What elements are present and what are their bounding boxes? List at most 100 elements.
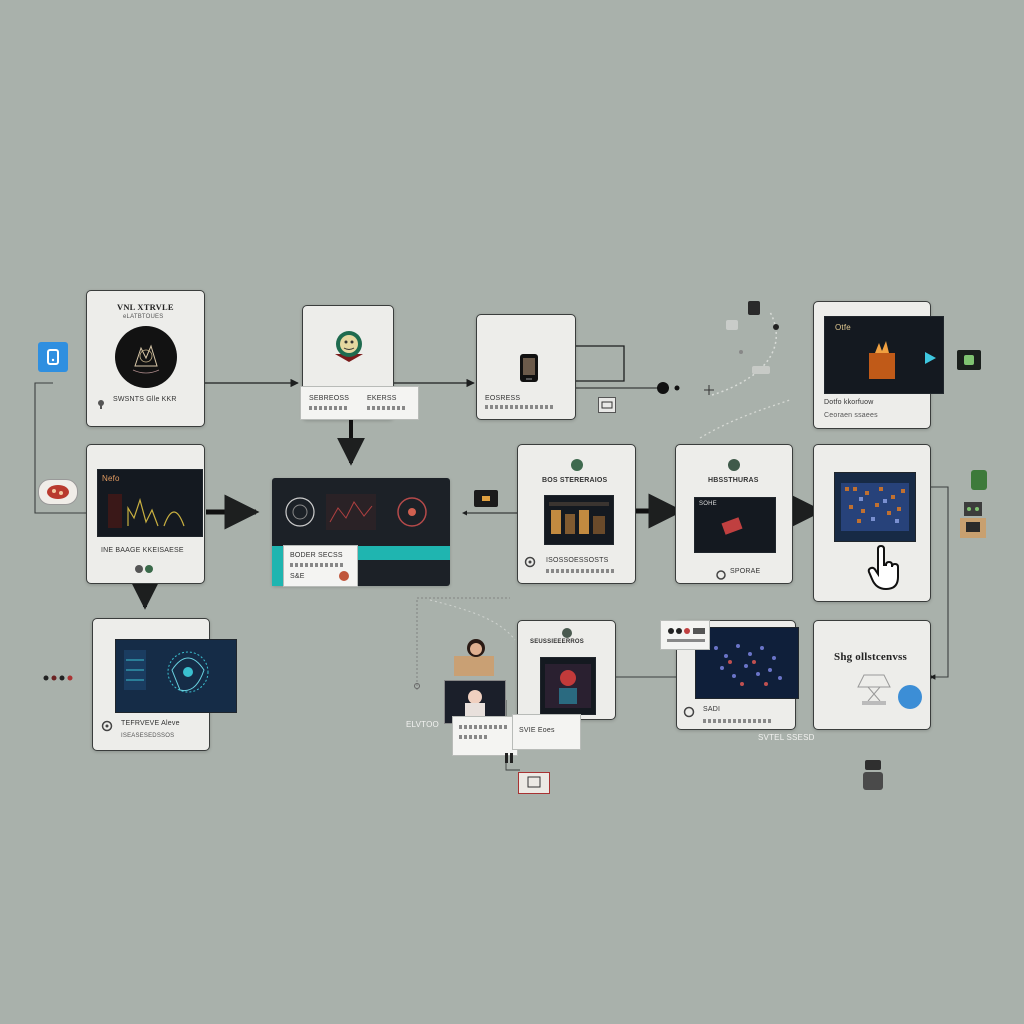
node-card-7[interactable]: BOS STERERAIOS ISOSSOESSOSTS: [517, 444, 636, 584]
node-card-5[interactable]: Nefo INE BAAGE KKEISAESE: [86, 444, 205, 584]
node-card-8[interactable]: HBSSTHURAS SOHE SPORAE: [675, 444, 793, 584]
node-caption: SADI: [703, 706, 721, 713]
video-preview[interactable]: Otfe: [824, 316, 944, 394]
node-caption-left: SEBREOSS: [309, 395, 350, 402]
node-subcaption: Ceoraen ssaees: [824, 412, 878, 419]
node-title: VNL XTRVLE: [117, 302, 174, 312]
node-card-1[interactable]: VNL XTRVLE eLATBTOUES SWSNTS Glle KKR: [86, 290, 205, 427]
robot-icon: [956, 498, 990, 544]
connector-dot-small: [739, 350, 743, 354]
app-preview[interactable]: [540, 657, 596, 715]
figure-graphic: [545, 664, 591, 708]
gear-icon: [683, 705, 695, 718]
node-caption: EOSRESS: [485, 395, 521, 402]
pin-icon: [716, 567, 726, 580]
app-preview[interactable]: [115, 639, 237, 713]
lock-icon: [748, 301, 760, 315]
node-label-2: SEBREOSS EKERSS: [300, 386, 419, 420]
connector-dot-small: [414, 683, 420, 689]
flame-icon: [865, 339, 899, 381]
app-preview[interactable]: SOHE: [694, 497, 776, 553]
node-caption: SVIE Eoes: [519, 727, 555, 734]
node-card-12[interactable]: SADI: [676, 620, 799, 730]
pause-icon: [505, 750, 513, 763]
node-card-11[interactable]: SEUSSIEEERROS: [517, 620, 616, 720]
connector-dot: [657, 382, 669, 394]
app-preview[interactable]: [834, 472, 916, 542]
node-keypad[interactable]: [660, 620, 710, 650]
keypad-icon: [667, 628, 705, 642]
connector-start-loop: [34, 382, 86, 514]
wave-graphic: [108, 494, 185, 528]
phone-icon: [519, 353, 539, 383]
node-subcaption: ISEASESEDSSOS: [121, 733, 175, 739]
node-card-4[interactable]: Otfe Dotfo kkorfuow Ceoraen ssaees: [813, 301, 944, 429]
node-subcaption: [703, 719, 773, 723]
print-icon: [598, 397, 616, 413]
node-label-11: SVIE Eoes: [512, 714, 581, 750]
node-card-6[interactable]: [272, 478, 450, 586]
connector-dot-small: [773, 324, 779, 330]
preview-banner: Nefo: [102, 474, 120, 483]
pin-icon: [97, 396, 105, 409]
chip-icon: [752, 366, 770, 374]
connector-dotted-curve-2: [699, 399, 791, 439]
node-caption: SPORAE: [730, 568, 761, 575]
node-subcaption: [459, 735, 489, 739]
code-preview[interactable]: Nefo: [97, 469, 203, 537]
node-caption-right: EKERSS: [367, 395, 397, 402]
node-header: BOS STERERAIOS: [542, 477, 608, 484]
cluster-graphic: [714, 644, 782, 686]
monster-icon: [331, 326, 367, 366]
food-icon: [38, 479, 78, 505]
node-caption: ISOSSOESSOSTS: [546, 557, 609, 564]
pixel-graphic: [841, 483, 909, 531]
node-card-9[interactable]: [813, 444, 931, 602]
node-header: HBSSTHURAS: [708, 477, 759, 484]
floating-label: SVTEL SSESD: [758, 733, 815, 742]
person-icon: [452, 636, 496, 678]
connector-n3-box: [575, 345, 625, 382]
teal-side: [272, 546, 284, 586]
node-caption: SWSNTS Glle KKR: [113, 396, 177, 403]
grid-graphic: [549, 502, 609, 534]
connector-dot-small: [674, 385, 680, 391]
node-label-6: BODER SECSS S&E: [283, 545, 358, 587]
connector-dotted-lower: [429, 599, 516, 641]
robot-icon: [862, 758, 884, 792]
badge-icon: [339, 571, 349, 581]
chip-icon: [726, 320, 738, 330]
app-preview[interactable]: [544, 495, 614, 545]
node-card-13[interactable]: Shg ollstcenvss: [813, 620, 931, 730]
dashboard-graphic: [285, 494, 427, 530]
app-icon[interactable]: [38, 342, 68, 372]
node-card-10[interactable]: TEFRVEVE Aleve ISEASESEDSSOS: [92, 618, 237, 751]
node-subcaption: [546, 569, 616, 573]
node-subcaption: [459, 725, 509, 729]
connector-dotted-curve: [711, 311, 777, 396]
preview-banner: SOHE: [699, 501, 717, 507]
dots-icon: [42, 669, 74, 681]
node-caption: TEFRVEVE Aleve: [121, 720, 180, 727]
app-preview[interactable]: [695, 627, 799, 699]
mini-screen-icon: [957, 350, 981, 370]
connector-lower-left: [416, 597, 510, 690]
node-caption: INE BAAGE KKEISAESE: [101, 547, 184, 554]
node-subcaption: [290, 563, 345, 567]
node-logo-icon: [728, 459, 740, 471]
play-icon[interactable]: [923, 351, 937, 365]
preview-banner: Otfe: [835, 323, 851, 332]
node-caption: BODER SECSS: [290, 552, 343, 559]
leaf-icon: [971, 470, 987, 490]
stamp-icon: [518, 772, 550, 794]
card-icon: [721, 514, 745, 538]
node-title: Shg ollstcenvss: [834, 651, 907, 663]
node-card-3[interactable]: EOSRESS: [476, 314, 576, 420]
hand-pointer-icon: [866, 544, 902, 591]
node-logo-icon: [571, 459, 583, 471]
node-subcaption: S&E: [290, 573, 305, 580]
connector-n9-right: [929, 486, 949, 680]
avatar-icon: [133, 561, 155, 573]
lamp-icon: [854, 665, 894, 709]
battery-icon: [474, 490, 498, 507]
